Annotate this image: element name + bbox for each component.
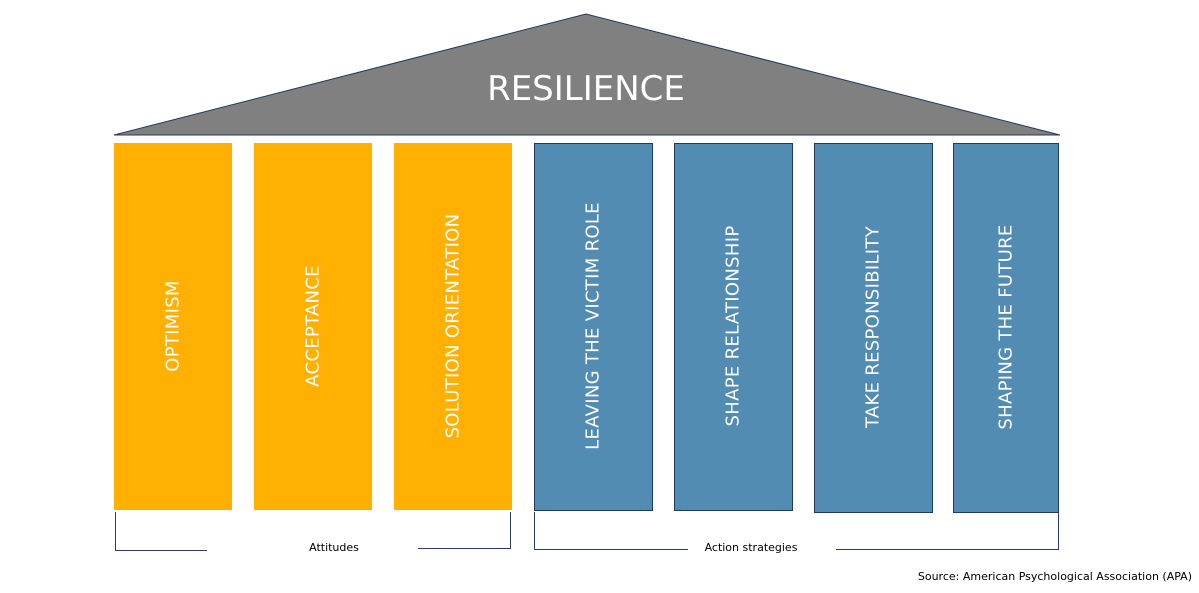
pillar-solution-orientation: SOLUTION ORIENTATION <box>394 143 512 510</box>
pillar-take-responsibility: TAKE RESPONSIBILITY <box>814 143 933 513</box>
pillar-optimism-label: OPTIMISM <box>163 280 184 372</box>
pillar-optimism-block <box>114 143 232 510</box>
pillar-shaping-the-future: SHAPING THE FUTURE <box>953 143 1059 513</box>
pillar-shape-relationship: SHAPE RELATIONSHIP <box>674 143 793 511</box>
pillar-leaving-the-victim-role: LEAVING THE VICTIM ROLE <box>534 143 653 511</box>
pillar-shape-relationship-label: SHAPE RELATIONSHIP <box>723 226 744 427</box>
pillar-shaping-the-future-block <box>953 143 1059 513</box>
attitudes-bracket-left <box>115 512 207 551</box>
attitudes-bracket: Attitudes <box>115 512 511 554</box>
pillar-shape-relationship-block <box>674 143 793 511</box>
pillar-acceptance-block <box>254 143 372 510</box>
pillar-solution-orientation-block <box>394 143 512 510</box>
roof: RESILIENCE <box>113 13 1061 136</box>
pillars: OPTIMISM ACCEPTANCE SOLUTION ORIENTATION… <box>114 143 1059 513</box>
attitudes-bracket-right <box>418 512 511 549</box>
pillar-acceptance-label: ACCEPTANCE <box>303 265 324 387</box>
action-strategies-bracket: Action strategies <box>534 512 1059 554</box>
pillar-take-responsibility-label: TAKE RESPONSIBILITY <box>863 225 884 429</box>
pillar-solution-orientation-label: SOLUTION ORIENTATION <box>443 214 464 439</box>
roof-title: RESILIENCE <box>487 69 685 109</box>
source-citation: Source: American Psychological Associati… <box>918 570 1192 583</box>
pillar-shaping-the-future-label: SHAPING THE FUTURE <box>996 224 1017 429</box>
roof-triangle <box>113 13 1061 136</box>
pillar-acceptance: ACCEPTANCE <box>254 143 372 510</box>
action-strategies-label: Action strategies <box>705 541 798 554</box>
action-strategies-bracket-right <box>836 512 1059 550</box>
pillar-leaving-the-victim-role-block <box>534 143 653 511</box>
action-strategies-bracket-left <box>534 512 688 550</box>
pillar-take-responsibility-block <box>814 143 933 513</box>
pillar-leaving-the-victim-role-label: LEAVING THE VICTIM ROLE <box>583 202 604 450</box>
attitudes-label: Attitudes <box>309 541 359 554</box>
pillar-optimism: OPTIMISM <box>114 143 232 510</box>
